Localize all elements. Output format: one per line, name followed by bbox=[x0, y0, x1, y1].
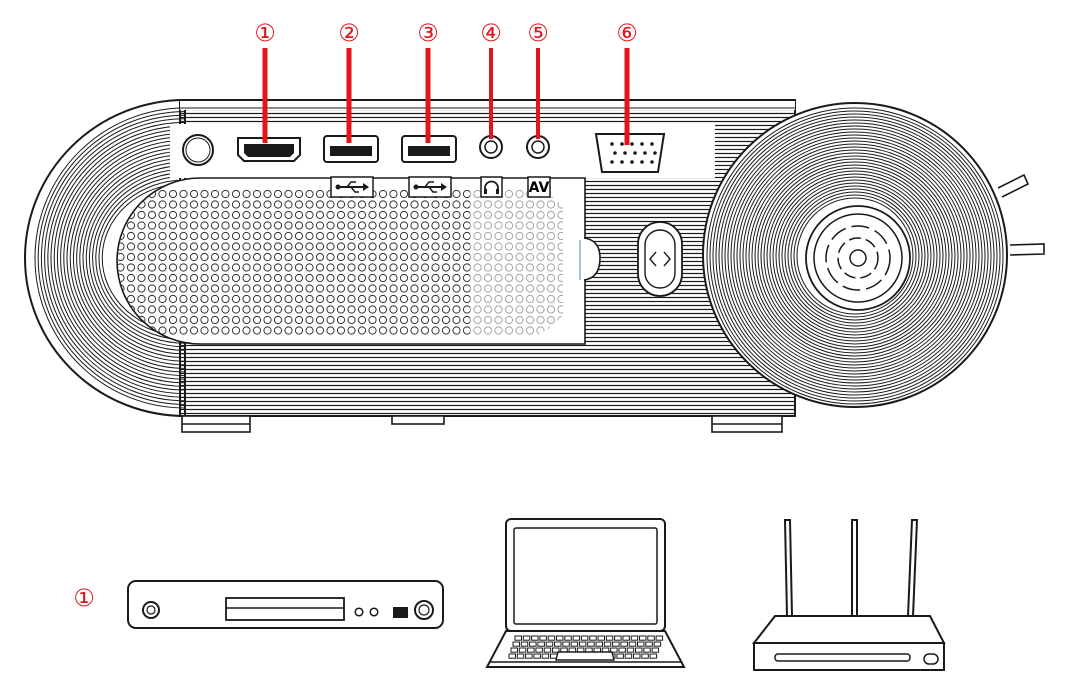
side-knob bbox=[583, 237, 601, 281]
laptop-icon bbox=[485, 518, 686, 668]
dvd-player-icon bbox=[127, 580, 444, 629]
callout-5 bbox=[536, 48, 540, 139]
av-label: AV bbox=[529, 180, 550, 196]
callout-number-1: ① bbox=[254, 19, 276, 47]
usb-icon-1 bbox=[330, 176, 374, 198]
usb-icon-2 bbox=[408, 176, 452, 198]
callout-number-2: ② bbox=[338, 19, 360, 47]
callout-number-5: ⑤ bbox=[527, 19, 549, 47]
projector: AV bbox=[24, 98, 1045, 433]
vga-port[interactable] bbox=[594, 133, 666, 173]
power-button[interactable] bbox=[182, 134, 214, 166]
focus-slider[interactable] bbox=[637, 221, 683, 297]
callout-number-4: ④ bbox=[480, 19, 502, 47]
callout-6 bbox=[624, 48, 630, 145]
callout-4 bbox=[489, 48, 493, 139]
hdmi-port[interactable] bbox=[237, 137, 301, 162]
lens-grille bbox=[813, 213, 903, 303]
callout-2 bbox=[346, 48, 352, 143]
callouts bbox=[262, 48, 630, 145]
projector-feet bbox=[181, 415, 783, 433]
headphone-icon bbox=[480, 176, 503, 198]
av-icon: AV bbox=[527, 176, 551, 198]
callout-number-3: ③ bbox=[417, 19, 439, 47]
headphone-jack[interactable] bbox=[479, 135, 503, 159]
callout-3 bbox=[425, 48, 431, 143]
router-icon bbox=[751, 519, 946, 671]
callout-number-6: ⑥ bbox=[616, 19, 638, 47]
usb-port-2[interactable] bbox=[401, 135, 457, 163]
projector-lens bbox=[702, 102, 1045, 408]
devices-callout-number: ① bbox=[73, 584, 95, 612]
av-jack[interactable] bbox=[526, 135, 550, 159]
callout-1 bbox=[262, 48, 268, 143]
projector-left-end bbox=[24, 98, 186, 418]
